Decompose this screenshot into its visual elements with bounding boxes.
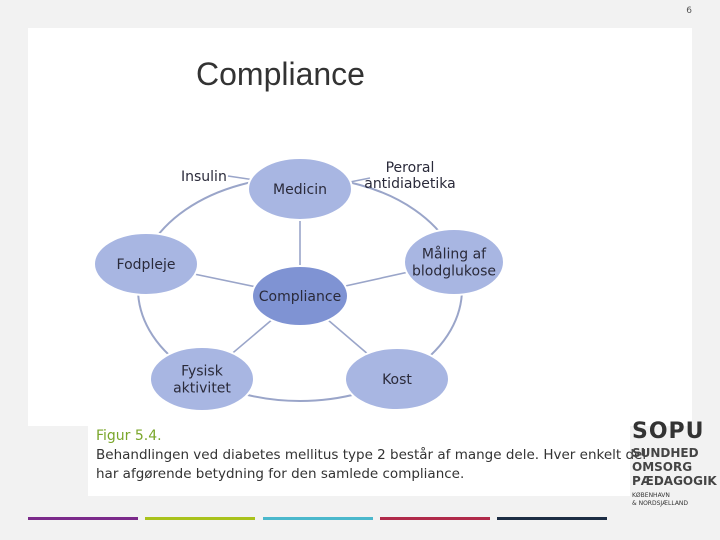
node-kost-label: Kost bbox=[382, 372, 412, 388]
annotation-peroral: Peroral bbox=[386, 160, 435, 176]
node-kost-shape bbox=[344, 347, 450, 411]
node-medicin: Medicin bbox=[247, 157, 353, 221]
page-number: 6 bbox=[686, 6, 692, 16]
node-kost: Kost bbox=[344, 347, 450, 411]
logo-line: OMSORG bbox=[632, 460, 693, 474]
logo-small-text: & NORDSJÆLLAND bbox=[632, 500, 689, 507]
node-fodpleje: Fodpleje bbox=[93, 232, 199, 296]
logo-line: SUNDHED bbox=[632, 446, 699, 460]
footer-bar-purple bbox=[28, 517, 138, 520]
sopu-logo: SOPU SUNDHED OMSORG PÆDAGOGIK KØBENHAVN … bbox=[632, 419, 717, 520]
node-fysisk-shape bbox=[149, 346, 255, 412]
leader-peroral bbox=[349, 177, 371, 183]
caption-line: har afgørende betydning for den samlede … bbox=[96, 466, 465, 482]
node-fodpleje-label: Fodpleje bbox=[117, 257, 176, 273]
logo-main-text: SOPU bbox=[632, 419, 705, 444]
annotation-peroral: antidiabetika bbox=[364, 176, 456, 192]
node-fysisk-label: Fysisk bbox=[181, 364, 224, 380]
logo-line: PÆDAGOGIK bbox=[632, 474, 717, 488]
node-maaling-label: blodglukose bbox=[412, 264, 496, 280]
footer-bar-cyan bbox=[263, 517, 373, 520]
node-fysisk-label: aktivitet bbox=[173, 381, 231, 397]
logo-small-text: KØBENHAVN bbox=[632, 492, 670, 499]
caption-line: Behandlingen ved diabetes mellitus type … bbox=[96, 447, 647, 463]
footer-bar-green bbox=[145, 517, 255, 520]
node-compliance-shape bbox=[251, 265, 349, 327]
node-compliance: Compliance bbox=[251, 265, 349, 327]
caption-figure-number: Figur 5.4. bbox=[96, 428, 162, 444]
footer-bar-red bbox=[380, 517, 490, 520]
annotation-insulin: Insulin bbox=[181, 169, 227, 185]
node-medicin-label: Medicin bbox=[273, 182, 327, 198]
footer-bar-navy bbox=[497, 517, 607, 520]
node-maaling-label: Måling af bbox=[422, 246, 487, 263]
node-medicin-shape bbox=[247, 157, 353, 221]
slide-title: Compliance bbox=[196, 56, 365, 92]
node-maaling-shape bbox=[403, 228, 505, 296]
caption-text: Behandlingen ved diabetes mellitus type … bbox=[96, 446, 647, 484]
figure-caption: Figur 5.4. Behandlingen ved diabetes mel… bbox=[88, 424, 646, 496]
node-fodpleje-shape bbox=[93, 232, 199, 296]
node-compliance-label: Compliance bbox=[259, 289, 341, 305]
